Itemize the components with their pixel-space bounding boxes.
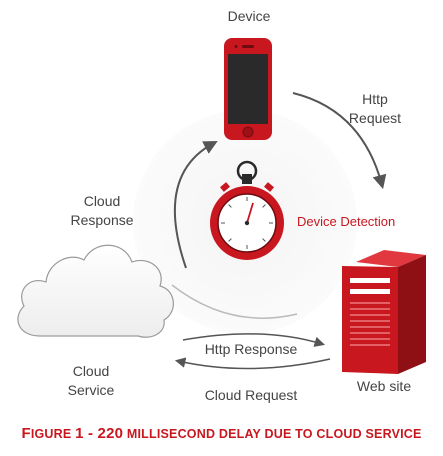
device-detection-label: Device Detection — [297, 214, 396, 229]
http-response-label: Http Response — [204, 341, 298, 357]
cloud-request-label: Cloud Request — [204, 387, 298, 403]
web-site-label: Web site — [356, 378, 412, 394]
cloud-icon — [17, 244, 174, 338]
background-arc — [171, 284, 298, 319]
http-request-arrow — [292, 92, 387, 190]
device-label: Device — [227, 8, 271, 24]
caption-prefix-big: F — [21, 425, 31, 442]
caption-rest: MILLISECOND DELAY DUE TO CLOUD SERVICE — [123, 427, 422, 441]
cloud-response-label: Cloud Response — [70, 193, 134, 228]
cloud-service-label: Cloud Service — [67, 363, 115, 398]
cloud-response-arrow — [173, 141, 218, 269]
figure-caption: FIGURE 1 - 220 MILLISECOND DELAY DUE TO … — [0, 425, 443, 442]
server-icon — [342, 250, 426, 374]
http-request-label: Http Request — [348, 91, 402, 126]
http-response-arrow — [182, 333, 326, 347]
cloud-request-arrow — [174, 357, 331, 370]
caption-prefix-rest: IGURE — [30, 427, 76, 441]
stopwatch-icon — [210, 160, 284, 260]
phone-icon — [224, 38, 272, 140]
caption-number: 1 - 220 — [75, 425, 124, 442]
